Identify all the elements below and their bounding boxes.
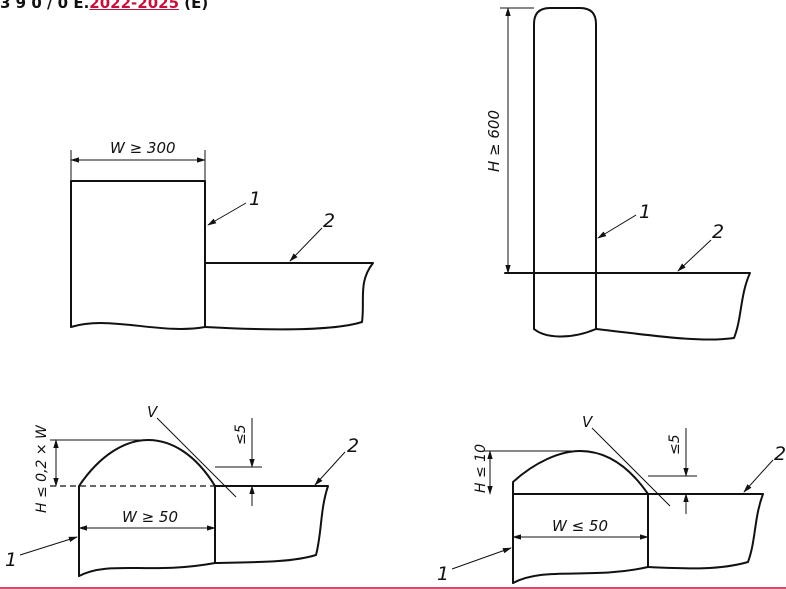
leader-v (156, 417, 237, 498)
leader-2 (743, 459, 774, 493)
label-h-ge-600: H ≥ 600 (485, 110, 503, 172)
label-1: 1 (249, 188, 261, 210)
leader-2 (289, 227, 323, 262)
label-1: 1 (639, 201, 651, 223)
leader-1 (207, 202, 247, 226)
label-w-ge-50: W ≥ 50 (122, 508, 178, 526)
leader-v (591, 427, 671, 507)
label-2: 2 (774, 443, 786, 465)
label-2: 2 (347, 435, 359, 457)
label-1: 1 (5, 549, 17, 571)
label-2: 2 (323, 210, 335, 232)
rounded-top-post-1 (512, 450, 649, 584)
label-h-le-10: H ≤ 10 (473, 444, 489, 493)
label-2: 2 (712, 221, 724, 243)
label-h-le-02w: H ≤ 0,2 × W (34, 424, 50, 513)
figure-header: 3 9 0 / 0 E.2022-2025 (E) (0, 0, 208, 12)
floor-2 (504, 272, 751, 341)
panel-top-right: H ≥ 600 1 2 (485, 7, 751, 341)
label-w-ge-300: W ≥ 300 (110, 139, 176, 157)
floor-2 (204, 262, 374, 331)
label-v: V (582, 413, 594, 431)
floor-2 (647, 493, 764, 570)
header-link[interactable]: 2022-2025 (89, 0, 180, 12)
header-suffix: (E) (179, 0, 209, 12)
label-v: V (147, 403, 159, 421)
post-1 (70, 180, 206, 330)
leader-1 (597, 214, 637, 239)
label-1: 1 (437, 563, 449, 585)
panel-top-left: W ≥ 300 1 2 (70, 139, 374, 331)
panel-bottom-right: H ≤ 10 W ≤ 50 V ≤5 1 2 (437, 413, 786, 585)
leader-1 (19, 536, 78, 556)
tall-post-1 (533, 7, 597, 338)
leader-1 (451, 547, 512, 570)
leader-2 (677, 239, 712, 272)
label-le5: ≤5 (667, 434, 683, 455)
floor-2 (214, 485, 329, 564)
leader-2 (314, 451, 346, 486)
header-prefix: 3 9 0 / 0 E. (0, 0, 90, 12)
panel-bottom-left: H ≤ 0,2 × W W ≥ 50 V ≤5 1 2 (5, 403, 359, 577)
label-le5: ≤5 (233, 424, 249, 445)
label-w-le-50: W ≤ 50 (552, 517, 608, 535)
